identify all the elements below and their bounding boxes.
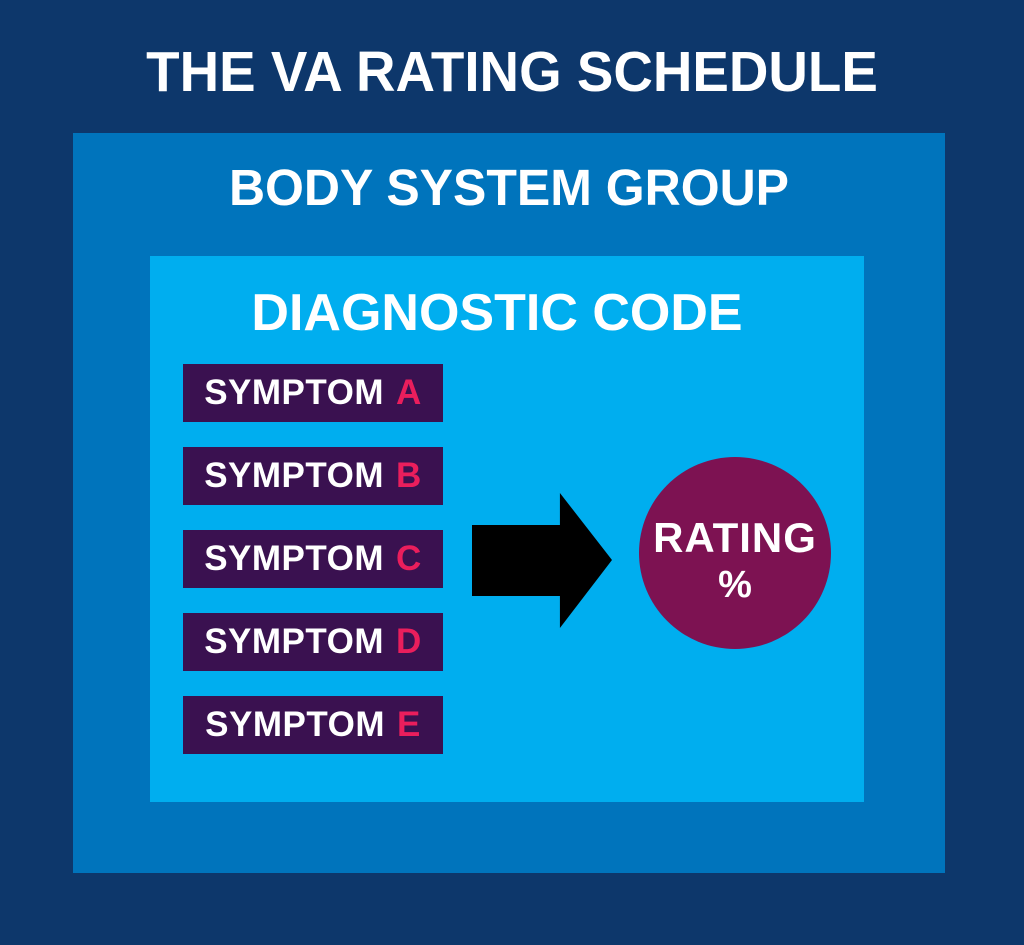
symptom-box-b: SYMPTOM B <box>183 447 443 505</box>
symptom-box-a: SYMPTOM A <box>183 364 443 422</box>
diagnostic-code-label: DIAGNOSTIC CODE <box>251 284 743 342</box>
symptom-list: SYMPTOM A SYMPTOM B SYMPTOM C SYMPTOM D … <box>183 364 443 754</box>
symptom-letter: A <box>396 373 422 412</box>
symptom-prefix: SYMPTOM <box>204 622 385 661</box>
symptom-box-d: SYMPTOM D <box>183 613 443 671</box>
rating-label: RATING <box>653 513 817 561</box>
symptom-box-e: SYMPTOM E <box>183 696 443 754</box>
right-arrow-icon <box>472 493 612 628</box>
symptom-letter: C <box>396 539 422 578</box>
body-system-group-box: BODY SYSTEM GROUP DIAGNOSTIC CODE SYMPTO… <box>73 133 945 873</box>
symptom-prefix: SYMPTOM <box>204 456 385 495</box>
symptom-prefix: SYMPTOM <box>204 373 385 412</box>
diagnostic-code-box: DIAGNOSTIC CODE SYMPTOM A SYMPTOM B SYMP… <box>150 256 864 802</box>
page-title: THE VA RATING SCHEDULE <box>146 40 878 104</box>
body-system-group-label: BODY SYSTEM GROUP <box>228 159 790 216</box>
symptom-letter: D <box>396 622 422 661</box>
symptom-box-c: SYMPTOM C <box>183 530 443 588</box>
symptom-letter: B <box>396 456 422 495</box>
symptom-letter: E <box>396 705 421 744</box>
rating-percent-symbol: % <box>718 563 752 606</box>
symptom-prefix: SYMPTOM <box>205 705 385 744</box>
rating-circle: RATING % <box>639 457 831 649</box>
symptom-prefix: SYMPTOM <box>204 539 385 578</box>
